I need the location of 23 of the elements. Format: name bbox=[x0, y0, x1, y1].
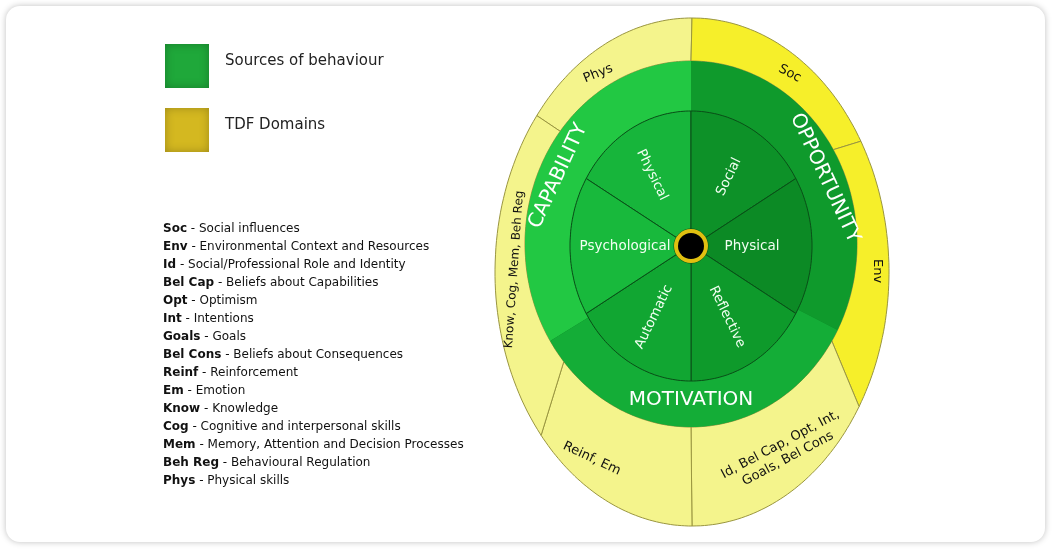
segment-label: Know, Cog, Mem, Beh Reg bbox=[500, 189, 527, 351]
segment-label: Psychological bbox=[578, 237, 672, 254]
abbreviation-entry: Int - Intentions bbox=[163, 310, 255, 327]
segment-label: Physical bbox=[723, 237, 781, 254]
abbreviation-entry: Env - Environmental Context and Resources bbox=[163, 238, 431, 255]
abbreviation-entry: Em - Emotion bbox=[163, 382, 247, 399]
abbreviation-entry: Mem - Memory, Attention and Decision Processes bbox=[163, 436, 464, 453]
abbreviation-entry: Goals - Goals bbox=[163, 328, 247, 345]
abbreviation-entry: Phys - Physical skills bbox=[163, 472, 291, 489]
abbreviation-entry: Reinf - Reinforcement bbox=[163, 364, 299, 381]
abbreviation-entry: Opt - Optimism bbox=[163, 292, 259, 309]
abbreviation-entry: Id - Social/Professional Role and Identity bbox=[163, 256, 407, 273]
abbreviation-entry: Beh Reg - Behavioural Regulation bbox=[163, 454, 372, 471]
abbreviation-entry: Bel Cap - Beliefs about Capabilities bbox=[163, 274, 380, 291]
segment-label: Soc bbox=[775, 59, 806, 87]
legend-label: TDF Domains bbox=[225, 115, 326, 133]
abbreviation-entry: Bel Cons - Beliefs about Consequences bbox=[163, 346, 405, 363]
legend-label: Sources of behaviour bbox=[225, 51, 384, 69]
abbreviation-entry: Know - Knowledge bbox=[163, 400, 280, 417]
abbreviation-entry: Soc - Social influences bbox=[163, 220, 301, 237]
abbreviation-entry: Cog - Cognitive and interpersonal skills bbox=[163, 418, 402, 435]
segment-label: Phys bbox=[579, 58, 616, 88]
segment-label: Env bbox=[870, 258, 887, 286]
